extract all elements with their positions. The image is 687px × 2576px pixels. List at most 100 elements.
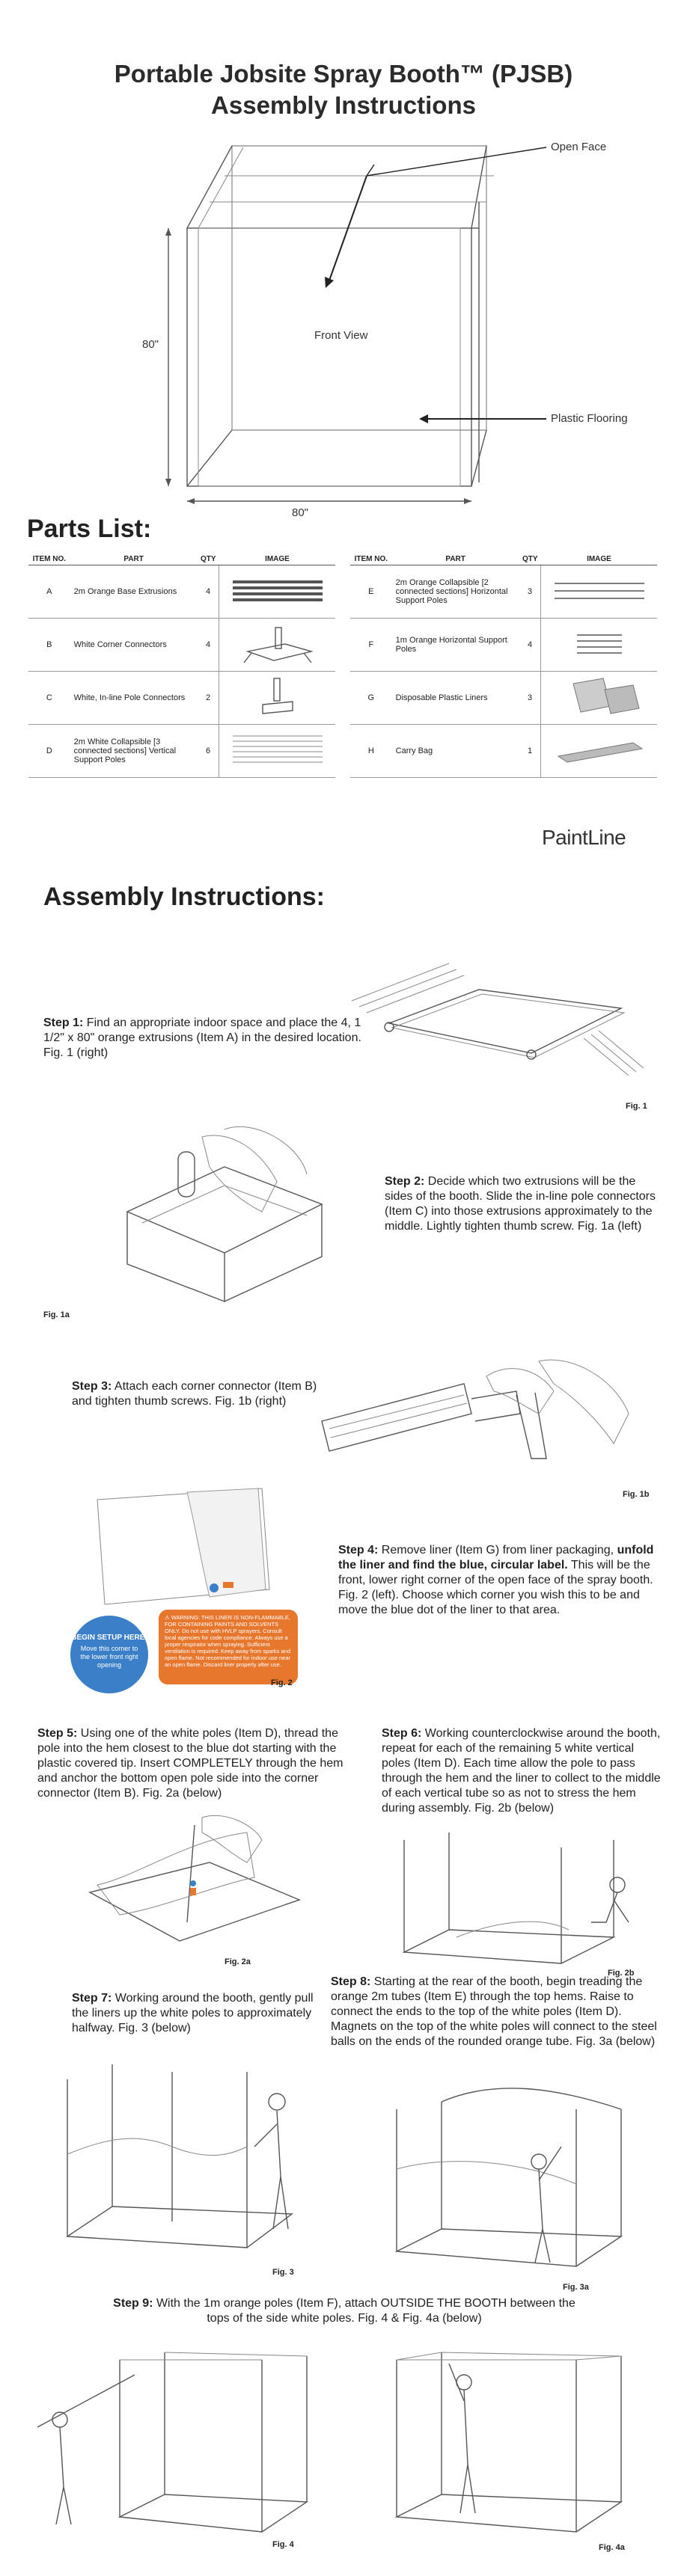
part-image: [219, 671, 335, 725]
step-text: Working around the booth, gently pull th…: [72, 1992, 314, 2034]
step-label: Step 6:: [382, 1727, 422, 1740]
fig-3a-caption: Fig. 3a: [563, 2283, 589, 2292]
fig-4a-drawing: [394, 2352, 623, 2533]
step-2: Step 2: Decide which two extrusions will…: [385, 1174, 662, 1234]
table-row: H Carry Bag 1: [350, 724, 657, 778]
fig-2-caption: Fig. 2: [271, 1678, 293, 1687]
qty: 4: [519, 618, 541, 672]
step-label: Step 3:: [72, 1380, 112, 1393]
step-3: Step 3: Attach each corner connector (It…: [72, 1379, 319, 1409]
qty: 4: [197, 618, 219, 672]
fig-4a-caption: Fig. 4a: [599, 2543, 625, 2552]
step-label: Step 5:: [37, 1727, 78, 1740]
col-part: PART: [391, 553, 519, 565]
fig-4-caption: Fig. 4: [272, 2540, 294, 2549]
fig-1a-caption: Fig. 1a: [43, 1310, 70, 1319]
step-5: Step 5: Using one of the white poles (It…: [37, 1726, 364, 1801]
table-row: E 2m Orange Collapsible [2 connected sec…: [350, 565, 657, 619]
label-width-dimension: 80": [292, 506, 309, 519]
warning-icon: ⚠: [165, 1614, 170, 1621]
assembly-heading: Assembly Instructions:: [43, 883, 325, 911]
table-row: A 2m Orange Base Extrusions 4: [28, 565, 335, 619]
col-part: PART: [70, 553, 198, 565]
fig-1a-drawing: [126, 1126, 323, 1303]
table-row: F 1m Orange Horizontal Support Poles 4: [350, 618, 657, 672]
fig-2-drawing: [97, 1488, 270, 1605]
col-image: IMAGE: [219, 553, 335, 565]
part-image: [540, 724, 657, 778]
step-4: Step 4: Remove liner (Item G) from liner…: [338, 1543, 662, 1618]
item-no: H: [350, 724, 392, 778]
part-name: Disposable Plastic Liners: [391, 671, 519, 725]
step-text-after: This will be the front, lower right corn…: [338, 1559, 653, 1616]
step-label: Step 4:: [338, 1544, 379, 1557]
orange-collapsible-poles-image: [554, 582, 644, 599]
step-1: Step 1: Find an appropriate indoor space…: [43, 1016, 373, 1061]
qty: 3: [519, 565, 541, 619]
corner-connectors-image: [243, 626, 314, 663]
qty: 2: [197, 671, 219, 725]
step-text: With the 1m orange poles (Item F), attac…: [156, 2297, 575, 2325]
label-front-view: Front View: [314, 329, 368, 342]
part-name: 1m Orange Horizontal Support Poles: [391, 618, 519, 672]
col-image: IMAGE: [540, 553, 657, 565]
item-no: F: [350, 618, 392, 672]
col-qty: QTY: [197, 553, 219, 565]
booth-front-view-drawing: [165, 145, 547, 504]
table-row: G Disposable Plastic Liners 3: [350, 671, 657, 725]
inline-connectors-image: [262, 677, 293, 714]
warning-text: WARNING: THIS LINER IS NON-FLAMMABLE, FO…: [165, 1614, 291, 1668]
step-text: Decide which two extrusions will be the …: [385, 1175, 656, 1233]
step-text: Attach each corner connector (Item B) an…: [72, 1380, 317, 1408]
table-row: D 2m White Collapsible [3 connected sect…: [28, 724, 335, 778]
label-plastic-flooring: Plastic Flooring: [551, 412, 628, 425]
part-name: 2m Orange Base Extrusions: [70, 565, 198, 619]
step-text: Using one of the white poles (Item D), t…: [37, 1727, 344, 1800]
label-height-dimension: 80": [142, 338, 159, 351]
fig-3-drawing: [65, 2064, 293, 2248]
orange-extrusions-image: [232, 580, 323, 601]
parts-table-right: ITEM NO. PART QTY IMAGE E 2m Orange Coll…: [350, 553, 657, 778]
fig-3a-drawing: [394, 2088, 623, 2267]
part-name: 2m Orange Collapsible [2 connected secti…: [391, 565, 519, 619]
page-title: Portable Jobsite Spray Booth™ (PJSB) Ass…: [0, 58, 687, 121]
parts-table-left: ITEM NO. PART QTY IMAGE A 2m Orange Base…: [28, 553, 335, 778]
part-image: [540, 618, 657, 672]
step-7: Step 7: Working around the booth, gently…: [72, 1991, 319, 2036]
begin-setup-title: BEGIN SETUP HERE!: [71, 1634, 147, 1642]
brand-logo: PaintLine: [542, 826, 626, 849]
table-row: B White Corner Connectors 4: [28, 618, 335, 672]
table-row: C White, In-line Pole Connectors 2: [28, 671, 335, 725]
qty: 6: [197, 724, 219, 778]
label-open-face: Open Face: [551, 141, 607, 153]
part-name: Carry Bag: [391, 724, 519, 778]
step-label: Step 7:: [72, 1992, 112, 2005]
fig-1b-caption: Fig. 1b: [623, 1490, 650, 1499]
fig-2b-caption: Fig. 2b: [608, 1969, 635, 1978]
step-text-bold: unfold the liner and find the blue, circ…: [338, 1544, 654, 1571]
step-text: Find an appropriate indoor space and pla…: [43, 1016, 361, 1059]
orange-horizontal-poles-image: [576, 634, 622, 654]
col-qty: QTY: [519, 553, 541, 565]
fig-1b-drawing: [321, 1359, 629, 1459]
begin-setup-subtext: Move this corner to the lower front righ…: [80, 1645, 138, 1669]
step-8: Step 8: Starting at the rear of the boot…: [331, 1975, 663, 2049]
step-text-before: Remove liner (Item G) from liner packagi…: [381, 1544, 617, 1557]
col-item-no: ITEM NO.: [350, 553, 392, 565]
qty: 1: [519, 724, 541, 778]
fig-1-caption: Fig. 1: [626, 1102, 647, 1111]
begin-setup-label: BEGIN SETUP HERE! Move this corner to th…: [70, 1616, 148, 1693]
title-line-2: Assembly Instructions: [211, 91, 476, 119]
part-image: [219, 565, 335, 619]
white-poles-image: [232, 735, 323, 762]
fig-4-drawing: [37, 2352, 309, 2533]
item-no: G: [350, 671, 392, 725]
fig-2a-drawing: [88, 1815, 301, 1942]
parts-list-tables: ITEM NO. PART QTY IMAGE A 2m Orange Base…: [28, 553, 659, 778]
part-image: [540, 671, 657, 725]
step-label: Step 1:: [43, 1016, 84, 1029]
fig-3-caption: Fig. 3: [272, 2268, 294, 2277]
step-label: Step 2:: [385, 1175, 425, 1188]
title-line-1: Portable Jobsite Spray Booth™ (PJSB): [114, 60, 573, 88]
qty: 4: [197, 565, 219, 619]
